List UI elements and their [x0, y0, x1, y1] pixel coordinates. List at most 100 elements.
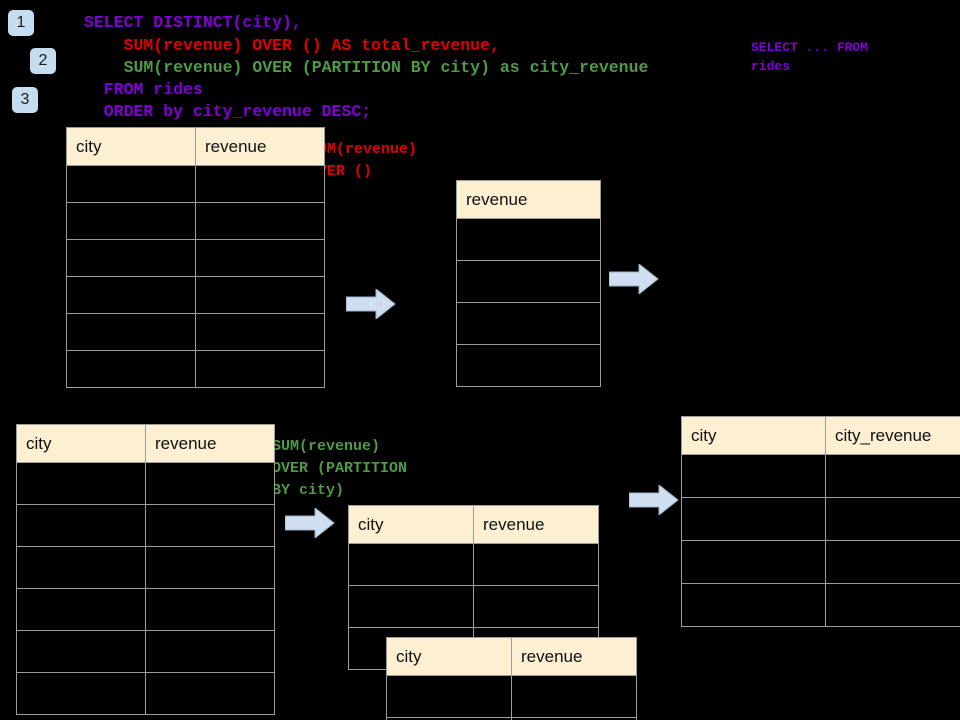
cell-revenue [145, 462, 275, 505]
table-row [16, 630, 275, 673]
table-header-row: city revenue [16, 424, 275, 463]
cell-city [16, 504, 146, 547]
table-row [16, 672, 275, 715]
cell-revenue [145, 672, 275, 715]
sql-line-from: FROM rides [84, 80, 203, 99]
column-header-city-revenue: city_revenue [825, 416, 960, 455]
cell-revenue [195, 350, 325, 388]
cell-city-revenue [825, 540, 960, 584]
cell-revenue [195, 165, 325, 203]
cell-revenue [511, 675, 637, 718]
rides-source-table-partitioned: city revenue [16, 424, 275, 715]
cell-city [66, 202, 196, 240]
result-table: city city_revenue [681, 416, 960, 627]
column-header-city: city [386, 637, 512, 676]
cell-city [66, 350, 196, 388]
arrow-partition-to-result [629, 485, 679, 515]
cell-city [66, 313, 196, 351]
cell-revenue [456, 344, 601, 387]
total-revenue-table: revenue [456, 180, 601, 387]
cell-revenue [145, 588, 275, 631]
annotation-city-revenue-line-2: OVER (PARTITION [272, 460, 408, 477]
table-body [348, 543, 599, 670]
cell-revenue [456, 260, 601, 303]
table-row [386, 675, 637, 718]
column-header-city: city [348, 505, 474, 544]
cell-revenue [145, 546, 275, 589]
cell-city [16, 588, 146, 631]
cell-city [681, 540, 826, 584]
cell-revenue [195, 239, 325, 277]
table-row [66, 350, 325, 388]
step-badge-1: 1 [8, 10, 34, 36]
sql-line-total-revenue: SUM(revenue) OVER () AS total_revenue, [84, 36, 500, 55]
table-row [16, 504, 275, 547]
cell-revenue [145, 630, 275, 673]
cell-revenue [473, 543, 599, 586]
column-header-city: city [66, 127, 196, 166]
column-header-revenue: revenue [195, 127, 325, 166]
annotation-city-revenue-line-1: SUM(revenue) [272, 438, 381, 455]
cell-city [16, 672, 146, 715]
annotation-total-revenue-line-1: SUM(revenue) [309, 141, 418, 158]
column-header-revenue: revenue [473, 505, 599, 544]
cell-revenue [456, 218, 601, 261]
table-header-row: city city_revenue [681, 416, 960, 455]
cell-revenue [145, 504, 275, 547]
table-row [16, 462, 275, 505]
cell-city-revenue [825, 583, 960, 627]
partition-group-table-front: city revenue [386, 637, 637, 720]
annotation-city-revenue-line-3: BY city) [272, 482, 345, 499]
rides-source-table: city revenue [66, 127, 325, 388]
table-body [16, 462, 275, 715]
table-row [66, 313, 325, 351]
column-header-revenue: revenue [511, 637, 637, 676]
column-header-city: city [681, 416, 826, 455]
cell-city [348, 543, 474, 586]
table-header-row: city revenue [386, 637, 637, 676]
table-row [66, 202, 325, 240]
table-row [66, 276, 325, 314]
arrow-total-to-result [609, 264, 659, 294]
table-row [16, 546, 275, 589]
table-row [456, 260, 601, 303]
cell-revenue [473, 585, 599, 628]
cell-revenue [511, 717, 637, 720]
table-body [456, 218, 601, 387]
table-header-row: city revenue [348, 505, 599, 544]
table-header-row: city revenue [66, 127, 325, 166]
table-row [681, 497, 960, 541]
cell-city-revenue [825, 497, 960, 541]
column-header-revenue: revenue [145, 424, 275, 463]
cell-city [66, 276, 196, 314]
step-badge-2: 2 [30, 48, 56, 74]
cell-revenue [195, 313, 325, 351]
column-header-city: city [16, 424, 146, 463]
table-header-row: revenue [456, 180, 601, 219]
cell-city [681, 454, 826, 498]
arrow-source-to-total [346, 289, 396, 319]
side-note-line-1: SELECT ... FROM [751, 40, 869, 55]
sql-line-select: SELECT DISTINCT(city), [84, 13, 302, 32]
table-body [386, 675, 637, 720]
side-note-line-2: rides [751, 59, 791, 74]
cell-city [681, 583, 826, 627]
table-body [66, 165, 325, 388]
cell-revenue [195, 276, 325, 314]
arrow-source-to-partition [285, 508, 335, 538]
cell-revenue [456, 302, 601, 345]
table-row [386, 717, 637, 720]
cell-city [16, 630, 146, 673]
step-badge-3: 3 [12, 87, 38, 113]
sql-line-order-by: ORDER by city_revenue DESC; [84, 102, 372, 121]
table-row [16, 588, 275, 631]
table-row [348, 585, 599, 628]
table-row [66, 239, 325, 277]
table-row [348, 543, 599, 586]
cell-city-revenue [825, 454, 960, 498]
table-row [66, 165, 325, 203]
cell-city [16, 546, 146, 589]
cell-city [66, 239, 196, 277]
table-row [456, 344, 601, 387]
